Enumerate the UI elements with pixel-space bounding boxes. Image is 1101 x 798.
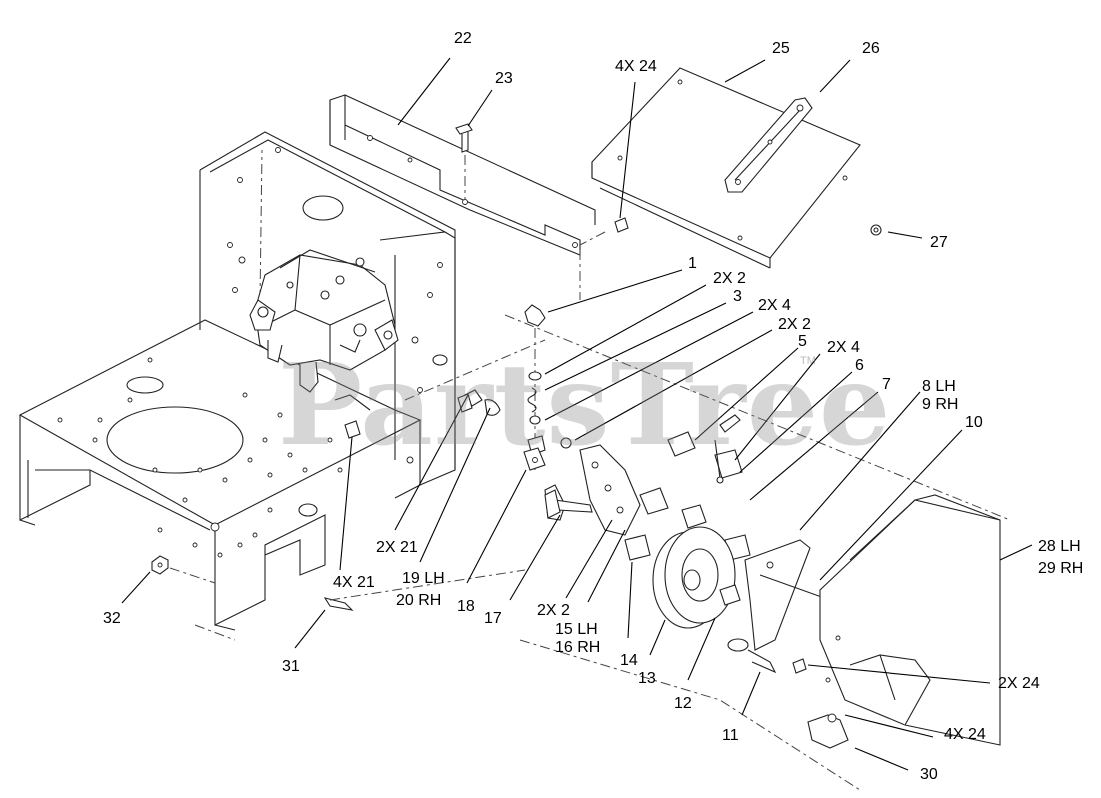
callout-6: 6 (855, 357, 864, 374)
belt-cover (819, 494, 1001, 746)
callout-32: 32 (103, 610, 121, 627)
clip-30 (807, 713, 849, 749)
plate-25 (591, 67, 861, 269)
callout-2x2-a: 2X 2 (713, 270, 746, 287)
callout-14: 14 (620, 652, 638, 669)
callout-2x24: 2X 24 (998, 675, 1040, 692)
callout-19-lh: 19 LH (402, 570, 445, 587)
bracket-26 (724, 97, 813, 193)
callout-2x2-c: 2X 2 (537, 602, 570, 619)
bolt-23 (455, 123, 473, 200)
watermark: PartsTree (278, 340, 892, 471)
screw-24b (792, 658, 807, 674)
callout-7: 7 (882, 376, 891, 393)
callout-2x2-b: 2X 2 (778, 316, 811, 333)
callout-31: 31 (282, 658, 300, 675)
callout-23: 23 (495, 70, 513, 87)
nut-32 (151, 555, 216, 584)
leader-lines (121, 57, 1033, 771)
callout-4x21: 4X 21 (333, 574, 375, 591)
callout-9-rh: 9 RH (922, 396, 959, 413)
callout-29-rh: 29 RH (1038, 560, 1084, 577)
callout-4x24-top: 4X 24 (615, 58, 657, 75)
main-frame (18, 131, 456, 631)
callout-10: 10 (965, 414, 983, 431)
callout-2x21: 2X 21 (376, 539, 418, 556)
callout-13: 13 (638, 670, 656, 687)
callout-8-lh: 8 LH (922, 378, 956, 395)
nut-27 (870, 224, 882, 236)
callout-1: 1 (688, 255, 697, 272)
callout-11: 11 (722, 727, 739, 744)
callout-18: 18 (457, 598, 475, 615)
frame-holes (57, 147, 443, 558)
linkage (323, 304, 831, 674)
watermark-trademark: TM (800, 355, 816, 367)
screw-24a (579, 217, 629, 246)
callout-17: 17 (484, 610, 502, 627)
callout-15-lh: 15 LH (555, 621, 598, 638)
callout-27: 27 (930, 234, 948, 251)
callout-25: 25 (772, 40, 790, 57)
callout-26: 26 (862, 40, 880, 57)
callout-3: 3 (733, 288, 742, 305)
callout-4x24-bottom: 4X 24 (944, 726, 986, 743)
callout-30: 30 (920, 766, 938, 783)
callout-2x4-a: 2X 4 (758, 297, 791, 314)
callout-2x4-b: 2X 4 (827, 339, 860, 356)
callout-20-rh: 20 RH (396, 592, 442, 609)
callout-12: 12 (674, 695, 692, 712)
callout-28-lh: 28 LH (1038, 538, 1081, 555)
callout-5: 5 (798, 333, 807, 350)
callout-16-rh: 16 RH (555, 639, 601, 656)
hydro-pump (249, 249, 399, 393)
callout-22: 22 (454, 30, 472, 47)
